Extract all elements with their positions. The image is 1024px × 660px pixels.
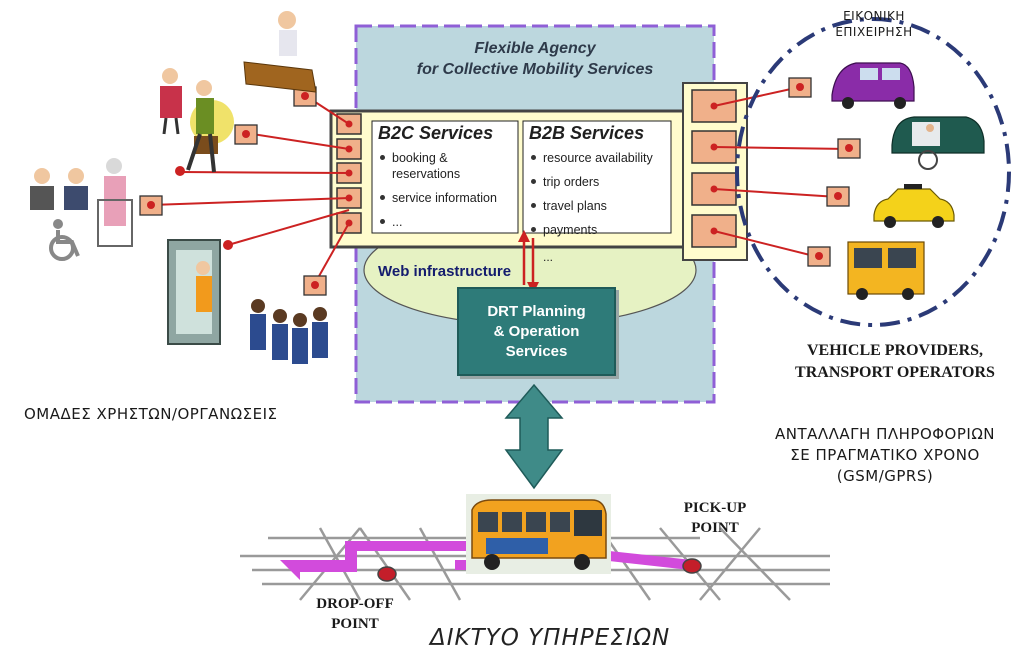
list-item: service information — [378, 190, 518, 206]
pickup-point-label: PICK-UP POINT — [683, 500, 747, 536]
virtual-enterprise-boundary — [735, 17, 1011, 327]
b2c-list: booking & reservations service informati… — [378, 150, 518, 230]
taxi-image — [873, 184, 955, 228]
list-item: booking & reservations — [378, 150, 518, 182]
wheelchair-icon — [49, 219, 80, 261]
list-item: payments — [529, 222, 679, 238]
b2c-heading: B2C Services — [378, 123, 494, 143]
b2b-list: resource availability trip orders travel… — [529, 150, 679, 238]
dropoff-marker — [377, 566, 397, 582]
dropoff-point-label: DROP-OFF POINT — [316, 596, 394, 632]
agency-title-line2: for Collective Mobility Services — [416, 61, 654, 78]
list-item: travel plans — [529, 198, 679, 214]
user-groups-label: ΟΜΑΔΕΣ ΧΡΗΣΤΩΝ/ΟΡΓΑΝΩΣΕΙΣ — [24, 405, 278, 423]
phone-booth-figure — [167, 239, 221, 345]
agency-title: Flexible Agency for Collective Mobility … — [360, 38, 710, 80]
students-figure — [250, 299, 328, 364]
minivan-image — [831, 62, 915, 109]
list-item: trip orders — [529, 174, 679, 190]
pickup-marker — [682, 558, 702, 574]
minibus-image — [847, 241, 925, 300]
b2c-services: B2C Services booking & reservations serv… — [378, 123, 518, 238]
agency-network-arrow — [504, 383, 564, 490]
bus-image — [466, 494, 611, 574]
service-network-label: ΔΙΚΤΥΟ ΥΠΗΡΕΣΙΩΝ — [430, 625, 671, 651]
vehicle-providers-label: VEHICLE PROVIDERS, TRANSPORT OPERATORS — [795, 342, 995, 381]
receptionist-figure — [243, 11, 317, 93]
elderly-couple-figure — [30, 158, 133, 247]
traveller-figure — [186, 80, 234, 173]
drt-planning-box: DRT Planning & Operation Services — [457, 287, 616, 376]
web-infrastructure-label: Web infrastructure — [378, 263, 512, 280]
agency-title-line1: Flexible Agency — [474, 40, 596, 57]
b2b-heading: B2B Services — [529, 123, 645, 143]
b2b-panel — [522, 120, 672, 234]
virtual-enterprise-label: ΕΙΚΟΝΙΚΗ ΕΠΙΧΕΙΡΗΣΗ — [835, 9, 913, 39]
accessible-van-image — [891, 116, 985, 170]
list-item: resource availability — [529, 150, 679, 166]
list-item: ... — [378, 214, 518, 230]
b2b-more: ... — [543, 250, 554, 264]
realtime-exchange-label: ΑΝΤΑΛΛΑΓΗ ΠΛΗΡΟΦΟΡΙΩΝ ΣΕ ΠΡΑΓΜΑΤΙΚΟ ΧΡΟΝ… — [774, 425, 996, 485]
elderly-woman-figure — [160, 68, 182, 135]
b2b-services: B2B Services resource availability trip … — [529, 123, 679, 246]
b2c-panel — [371, 120, 519, 234]
